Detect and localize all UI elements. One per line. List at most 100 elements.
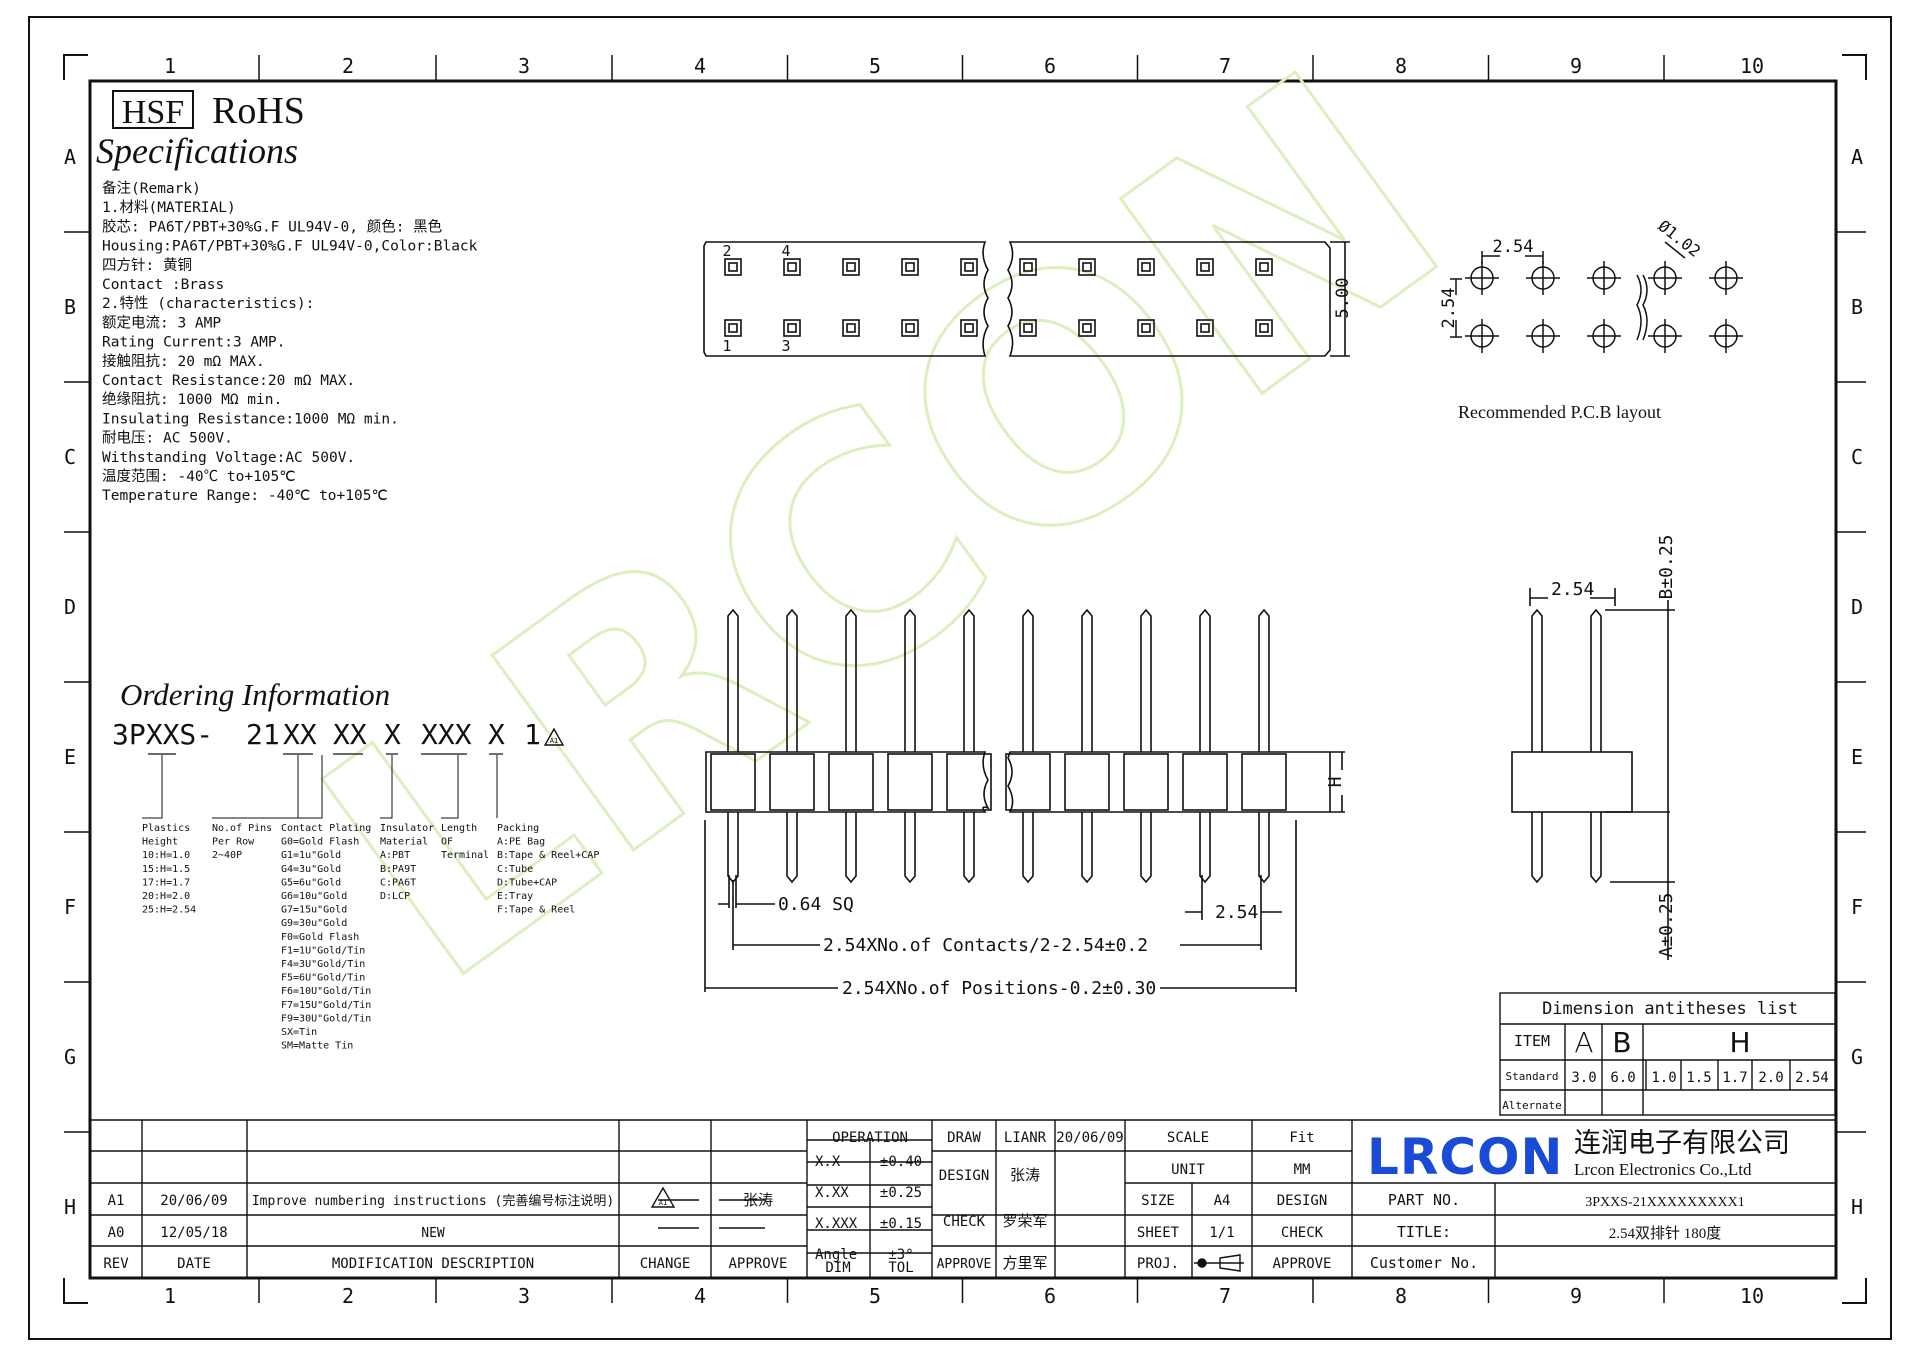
tol-dim-value: X.XX — [815, 1185, 849, 1201]
scale-value: Fit — [1289, 1130, 1314, 1146]
change-triangle-text: A1 — [659, 1199, 667, 1207]
legend-line: E:Tray — [497, 891, 533, 902]
spec-line: 胶芯: PA6T/PBT+30%G.F UL94V-0, 颜色: 黑色 — [102, 218, 442, 235]
outer-frame — [28, 16, 1892, 1340]
rev-header: MODIFICATION DESCRIPTION — [332, 1256, 534, 1272]
legend-line: A:PBT — [380, 850, 410, 861]
rev-date: 20/06/09 — [160, 1193, 227, 1209]
part-code-segment: X — [384, 718, 401, 751]
rev-header: REV — [103, 1256, 129, 1272]
top-pin — [842, 319, 860, 337]
revision-table: A1 20/06/09 Improve numbering instructions… — [103, 1191, 787, 1272]
spec-line: 备注(Remark) — [102, 180, 201, 197]
dim-header-h: H — [1729, 1026, 1750, 1059]
grid-row-right-B: B — [1851, 295, 1863, 319]
part-code-segment: XX — [283, 718, 317, 751]
legend-line: F4=3U"Gold/Tin — [281, 959, 365, 970]
pcb-pitch-y: 2.54 — [1439, 288, 1459, 329]
rohs-label: RoHS — [212, 90, 305, 132]
spec-line: Contact :Brass — [102, 277, 224, 293]
part-code-segment: 3PXXS- — [112, 718, 213, 751]
top-label-4: 4 — [781, 242, 790, 260]
grid-row-right-F: F — [1851, 895, 1863, 919]
grid-col-bottom-4: 4 — [694, 1284, 706, 1308]
grid-row-left-C: C — [64, 445, 76, 469]
rev-code: A0 — [108, 1225, 125, 1241]
hsf-badge: HSF — [122, 94, 184, 131]
dimension-table — [1499, 992, 1836, 1116]
tol-dim-value: X.XXX — [815, 1216, 858, 1232]
draw-date: 20/06/09 — [1056, 1130, 1123, 1146]
spec-line: 绝缘阻抗: 1000 MΩ min. — [102, 391, 282, 408]
grid-row-right-D: D — [1851, 595, 1863, 619]
dim-alternate-label: Alternate — [1502, 1099, 1562, 1112]
legend-line: SX=Tin — [281, 1027, 317, 1038]
approve-name: 方里军 — [1002, 1254, 1047, 1272]
approve-label: APPROVE — [937, 1257, 992, 1272]
tol-dim: DIM — [825, 1260, 850, 1276]
top-pin — [1078, 319, 1096, 337]
legend-line: 15:H=1.5 — [142, 864, 190, 875]
front-pin — [1081, 608, 1093, 752]
rev-desc: Improve numbering instructions (完善编号标注说明… — [252, 1193, 614, 1209]
grid-row-right-C: C — [1851, 445, 1863, 469]
design-label: DESIGN — [939, 1168, 990, 1184]
specifications-title: Specifications — [96, 131, 298, 171]
spec-line: Withstanding Voltage:AC 500V. — [102, 450, 355, 466]
grid-col-top-10: 10 — [1740, 54, 1764, 78]
legend-line: A:PE Bag — [497, 837, 545, 848]
tol-dim-value: X.X — [815, 1154, 841, 1170]
dim-standard-value: 6.0 — [1610, 1070, 1635, 1086]
legend-line: G7=15u"Gold — [281, 905, 347, 916]
legend-line: F:Tape & Reel — [497, 905, 575, 916]
part-no-label: PART NO. — [1388, 1191, 1460, 1209]
tol-value: ±0.15 — [880, 1216, 922, 1232]
size-design-label: DESIGN — [1277, 1193, 1328, 1209]
legend-line: OF — [441, 837, 453, 848]
top-pin — [960, 258, 978, 276]
dim-header-a: A — [1574, 1026, 1593, 1059]
top-pin — [1078, 258, 1096, 276]
tol-value: ±3° — [888, 1247, 913, 1263]
rev-desc: NEW — [421, 1226, 445, 1241]
spec-line: 四方针: 黄铜 — [102, 257, 192, 274]
grid-col-top-4: 4 — [694, 54, 706, 78]
front-dim-positions: 2.54XNo.of Positions-0.2±0.30 — [842, 978, 1156, 999]
grid-col-top-6: 6 — [1044, 54, 1056, 78]
front-pin — [1258, 608, 1270, 752]
top-dim-height: 5.00 — [1333, 278, 1353, 319]
grid-col-top-7: 7 — [1219, 54, 1231, 78]
front-pin — [904, 608, 916, 752]
pcb-caption: Recommended P.C.B layout — [1458, 402, 1661, 422]
grid-col-top-3: 3 — [518, 54, 530, 78]
legend-line: Insulator — [380, 823, 434, 834]
legend-line: Height — [142, 837, 178, 848]
front-dim-h: H — [1325, 777, 1346, 788]
company-logo: LRCON — [1367, 1128, 1563, 1186]
watermark-text: LRCON — [259, 1, 1507, 1054]
grid-col-top-9: 9 — [1570, 54, 1582, 78]
grid-col-top-5: 5 — [869, 54, 881, 78]
dim-header-b: B — [1612, 1026, 1631, 1059]
grid-row-right-G: G — [1851, 1045, 1863, 1069]
legend-line: G0=Gold Flash — [281, 837, 359, 848]
grid-col-bottom-7: 7 — [1219, 1284, 1231, 1308]
spec-line: Housing:PA6T/PBT+30%G.F UL94V-0,Color:Bl… — [102, 239, 478, 255]
rev-date: 12/05/18 — [160, 1225, 227, 1241]
part-no-value: 3PXXS-21XXXXXXXXX1 — [1585, 1195, 1744, 1210]
grid-marks — [64, 55, 1866, 1303]
legend-line: Per Row — [212, 837, 255, 848]
grid-row-left-F: F — [64, 895, 76, 919]
front-pin — [786, 608, 798, 752]
top-pin — [783, 319, 801, 337]
front-dim-pitch: 2.54 — [1215, 902, 1258, 923]
side-view — [1511, 588, 1675, 960]
part-code-segment: 1 — [524, 718, 541, 751]
spec-line: 1.材料(MATERIAL) — [102, 199, 236, 216]
front-pin — [845, 608, 857, 752]
legend-line: F0=Gold Flash — [281, 932, 359, 943]
grid-row-left-E: E — [64, 745, 76, 769]
legend-line: D:Tube+CAP — [497, 877, 557, 888]
legend-line: 25:H=2.54 — [142, 905, 196, 916]
spec-line: 温度范围: -40℃ to+105℃ — [102, 468, 296, 485]
